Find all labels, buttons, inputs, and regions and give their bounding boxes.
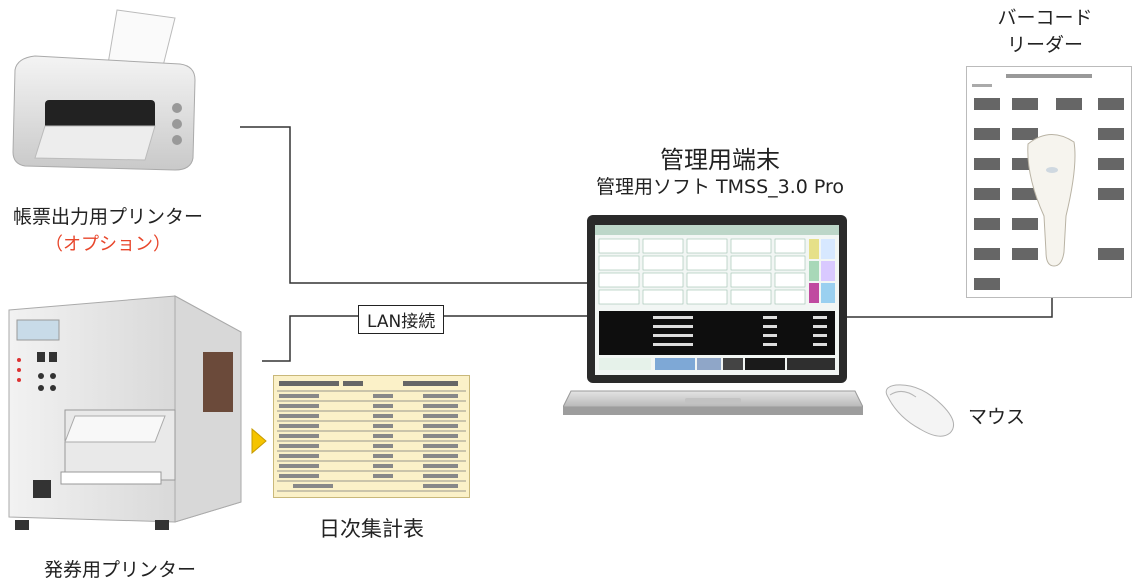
- lan-connection-label: LAN接続: [358, 305, 445, 334]
- laptop-icon: [563, 215, 863, 415]
- terminal-software: 管理用ソフト TMSS_3.0 Pro: [595, 176, 845, 198]
- barcode-reader-label-1: バーコード: [997, 7, 1093, 29]
- barcode-reader-label-2: リーダー: [1006, 34, 1083, 56]
- daily-report-label: 日次集計表: [319, 517, 424, 541]
- ticket-printer-label: 発券用プリンター: [43, 559, 196, 581]
- report-printer-label: 帳票出力用プリンター: [12, 206, 203, 228]
- printer-line: [240, 126, 595, 284]
- arrow-right-icon: [251, 427, 267, 455]
- report-printer-icon: [12, 9, 196, 171]
- barcode-sheet: [966, 66, 1132, 298]
- terminal-title: 管理用端末: [660, 146, 780, 174]
- option-label: （オプション）: [45, 234, 171, 255]
- mouse-icon: [885, 384, 955, 437]
- mouse-label: マウス: [968, 406, 1026, 428]
- ticket-printer-icon: [8, 295, 242, 530]
- daily-report-document: [273, 375, 470, 498]
